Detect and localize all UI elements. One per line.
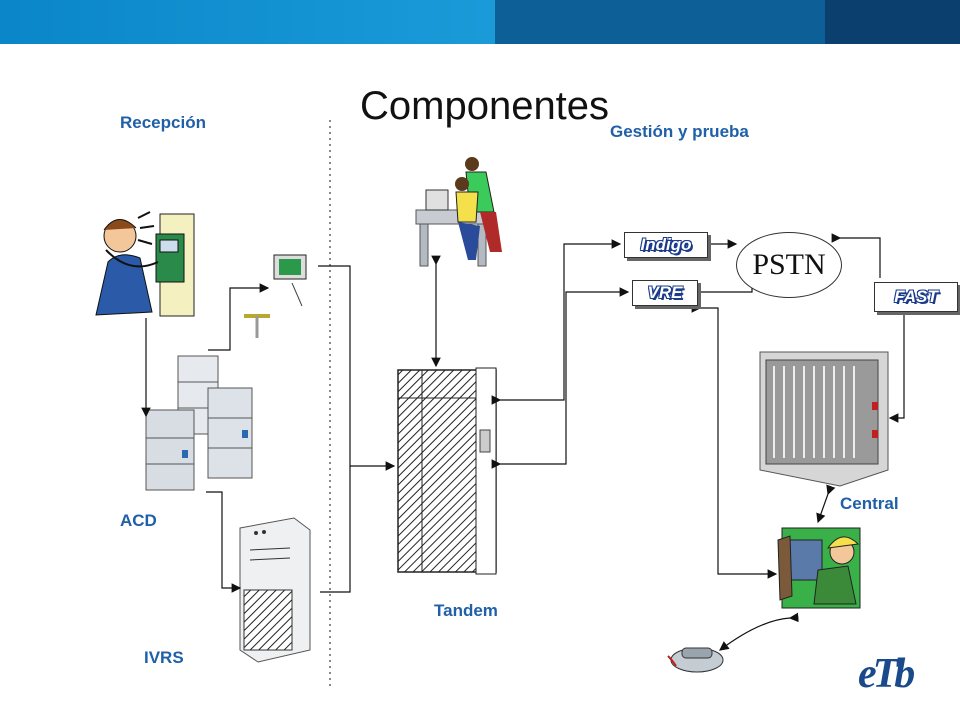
conn-ivrs-tandem bbox=[320, 466, 351, 593]
top-banner-dark bbox=[825, 0, 960, 44]
receptionist-phone-icon bbox=[95, 211, 195, 317]
slide-title: Componentes bbox=[360, 84, 610, 128]
conn-central-technician bbox=[816, 484, 836, 524]
conn-acd-ivrs bbox=[206, 491, 242, 593]
label-central: Central bbox=[840, 494, 899, 513]
node-indigo: Indigo bbox=[624, 232, 708, 258]
operators-icon bbox=[415, 157, 502, 267]
conn-tandem-indigo bbox=[491, 239, 622, 405]
conn-vre-pstn bbox=[700, 288, 753, 293]
conn-acd-stand bbox=[208, 283, 270, 351]
conn-monitor-tandem bbox=[318, 265, 396, 471]
label-ivrs: IVRS bbox=[144, 648, 184, 667]
conn-technician-phone bbox=[719, 612, 799, 651]
etb-logo: eTb bbox=[858, 651, 915, 697]
top-banner-mid bbox=[495, 0, 825, 44]
stand-icon bbox=[244, 314, 270, 338]
node-vre: VRE bbox=[632, 280, 698, 306]
node-fast: FAST bbox=[874, 282, 958, 312]
conn-fast-central bbox=[888, 314, 905, 423]
conn-pstn-fast bbox=[831, 233, 881, 278]
label-acd: ACD bbox=[120, 511, 157, 530]
top-banner-light bbox=[0, 0, 495, 44]
telephone-icon bbox=[667, 647, 724, 673]
central-rack-icon bbox=[759, 351, 889, 487]
conn-vre-technician bbox=[691, 303, 778, 579]
tandem-rack-icon bbox=[397, 367, 497, 575]
monitor-icon bbox=[273, 254, 307, 307]
acd-cabinets-icon bbox=[145, 355, 253, 491]
connectors bbox=[141, 233, 905, 651]
technician-icon bbox=[777, 527, 861, 609]
label-gestion: Gestión y prueba bbox=[610, 122, 749, 141]
top-banner bbox=[0, 0, 960, 44]
label-recepcion: Recepción bbox=[120, 113, 206, 132]
node-pstn: PSTN bbox=[736, 232, 842, 298]
conn-tandem-vre bbox=[491, 287, 630, 469]
ivrs-server-icon bbox=[239, 517, 311, 663]
label-tandem: Tandem bbox=[434, 601, 498, 620]
pstn-label: PSTN bbox=[752, 248, 826, 281]
